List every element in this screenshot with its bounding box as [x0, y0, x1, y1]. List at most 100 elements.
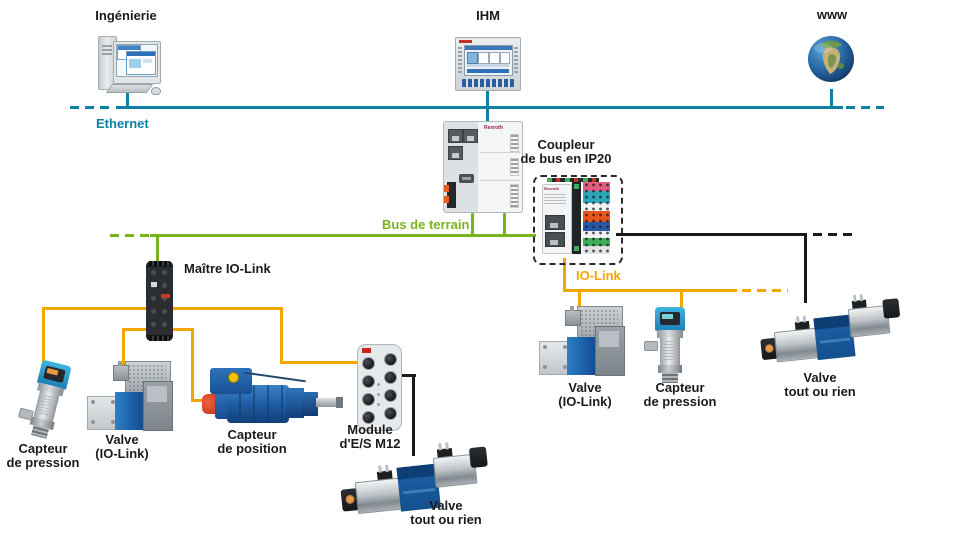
cylinder-linkage — [244, 371, 306, 383]
valve-end-cap — [882, 298, 901, 319]
plc-side-vents — [510, 134, 519, 152]
position-sensor-label: Capteur de position — [217, 427, 287, 457]
valve-connector-foot — [851, 294, 867, 309]
ethernet-line — [116, 106, 843, 109]
m12-port — [384, 407, 397, 420]
valve-blue-body — [567, 337, 597, 375]
plc-ethernet-port — [448, 146, 463, 160]
label-line: de pression — [643, 394, 717, 410]
ethernet-label: Ethernet — [96, 116, 149, 131]
bus-coupler-icon: Rexroth — [533, 175, 623, 265]
iolink-valve-right-icon — [539, 306, 625, 376]
cylinder-rod-tip — [336, 397, 343, 408]
engineering-label: Ingénierie — [95, 8, 157, 23]
wire-coupler-valve-h — [616, 233, 807, 236]
plc-brand-label: Rexroth — [484, 125, 503, 131]
fieldbus-line-dash-left — [110, 234, 150, 237]
cylinder-body — [227, 385, 289, 423]
cylinder-ring — [215, 389, 229, 419]
valve-gray-block — [143, 381, 173, 431]
master-status-window — [151, 282, 157, 287]
module-red-chip — [362, 348, 371, 353]
globe-icon — [807, 35, 855, 83]
iolink-drop-pressure-right — [680, 289, 683, 312]
hmi-screen — [464, 45, 513, 76]
yellow-dot — [228, 372, 239, 383]
hmi-screen-window — [478, 52, 489, 64]
plc-ethernet-port — [448, 129, 463, 143]
m12-port — [384, 389, 397, 402]
label-line: de position — [217, 441, 287, 457]
bus-coupler-label: Coupleur de bus en IP20 — [520, 137, 612, 167]
valve-din-plug — [113, 361, 129, 381]
pc-screen-window-2 — [126, 51, 156, 75]
iolink-label: IO-Link — [576, 268, 621, 283]
bus-coupler-label-line2: de bus en IP20 — [520, 151, 612, 167]
master-m12-ports — [151, 270, 156, 275]
sensor-collar — [657, 330, 683, 338]
pc-keyboard — [105, 84, 154, 93]
label-line: Valve — [105, 432, 139, 447]
hmi-screen-window — [467, 52, 478, 64]
position-sensor-icon — [202, 368, 344, 426]
terminal-dots — [583, 182, 610, 254]
iolink-drop-coupler — [563, 258, 566, 292]
m12-port — [362, 375, 375, 388]
hmi-softkeys-left — [458, 47, 462, 73]
fieldbus-line — [150, 234, 536, 237]
module-center-holes — [377, 383, 380, 386]
fieldbus-drop-plc-1 — [471, 210, 474, 235]
sensor-body — [660, 337, 680, 367]
engineering-pc-icon — [98, 33, 162, 95]
iolink-valve-right-label: Valve (IO-Link) — [558, 380, 611, 410]
iolink-master-icon — [146, 261, 173, 341]
label-line: (IO-Link) — [95, 446, 149, 462]
ethernet-drop-engineering — [126, 88, 129, 108]
label-line: de pression — [6, 455, 80, 471]
m12-port — [362, 393, 375, 406]
hmi-softkeys-right — [514, 47, 518, 73]
pressure-sensor-left-icon — [17, 359, 72, 440]
hmi-screen-row — [467, 64, 509, 67]
plc-side-vents — [510, 184, 519, 208]
master-red-marker — [161, 294, 170, 298]
wire-module-valve-v — [412, 374, 415, 456]
hmi-function-keys — [462, 79, 514, 87]
label-line: Valve — [429, 498, 463, 513]
coupler-ethernet-port — [545, 232, 565, 247]
iolink-drop-position-v — [191, 328, 194, 402]
ethernet-line-dash-right — [846, 106, 884, 109]
iolink-drop-valve-left — [122, 328, 125, 368]
hmi-screen-row — [467, 69, 509, 73]
master-mount-bottom — [149, 336, 170, 341]
iolink-drop-position-h — [191, 399, 205, 402]
label-line: Capteur — [18, 441, 68, 456]
fieldbus-drop-master — [156, 236, 159, 263]
wire-coupler-valve-v — [804, 233, 807, 303]
coupler-brand-label: Rexroth — [544, 186, 560, 191]
ethernet-drop-hmi — [486, 91, 489, 108]
cylinder-red-cap — [202, 394, 218, 414]
pressure-sensor-right-icon — [644, 307, 685, 383]
wire-module-valve-h — [399, 374, 416, 377]
onoff-valve-right-label: Valve tout ou rien — [784, 370, 856, 400]
hmi-screen-titlebar — [465, 46, 512, 50]
valve-connector-foot — [436, 443, 453, 458]
cylinder-step — [286, 388, 304, 418]
label-line: tout ou rien — [410, 512, 482, 528]
ethernet-line-dash-left — [70, 106, 115, 109]
label-line: Capteur — [227, 427, 277, 442]
label-line: tout ou rien — [784, 384, 856, 400]
plc-controller-icon: Rexroth — [443, 121, 523, 213]
pressure-sensor-right-label: Capteur de pression — [643, 380, 717, 410]
m12-port — [362, 357, 375, 370]
wire-coupler-dash-right — [813, 233, 853, 236]
hmi-label: IHM — [476, 8, 500, 23]
iolink-drop-pressure-left — [42, 307, 45, 367]
sensor-connector — [644, 341, 658, 351]
valve-din-plug — [565, 306, 581, 326]
coupler-top-chips — [547, 178, 599, 182]
iolink-line-right-dash — [742, 289, 788, 292]
m12-port — [384, 353, 397, 366]
